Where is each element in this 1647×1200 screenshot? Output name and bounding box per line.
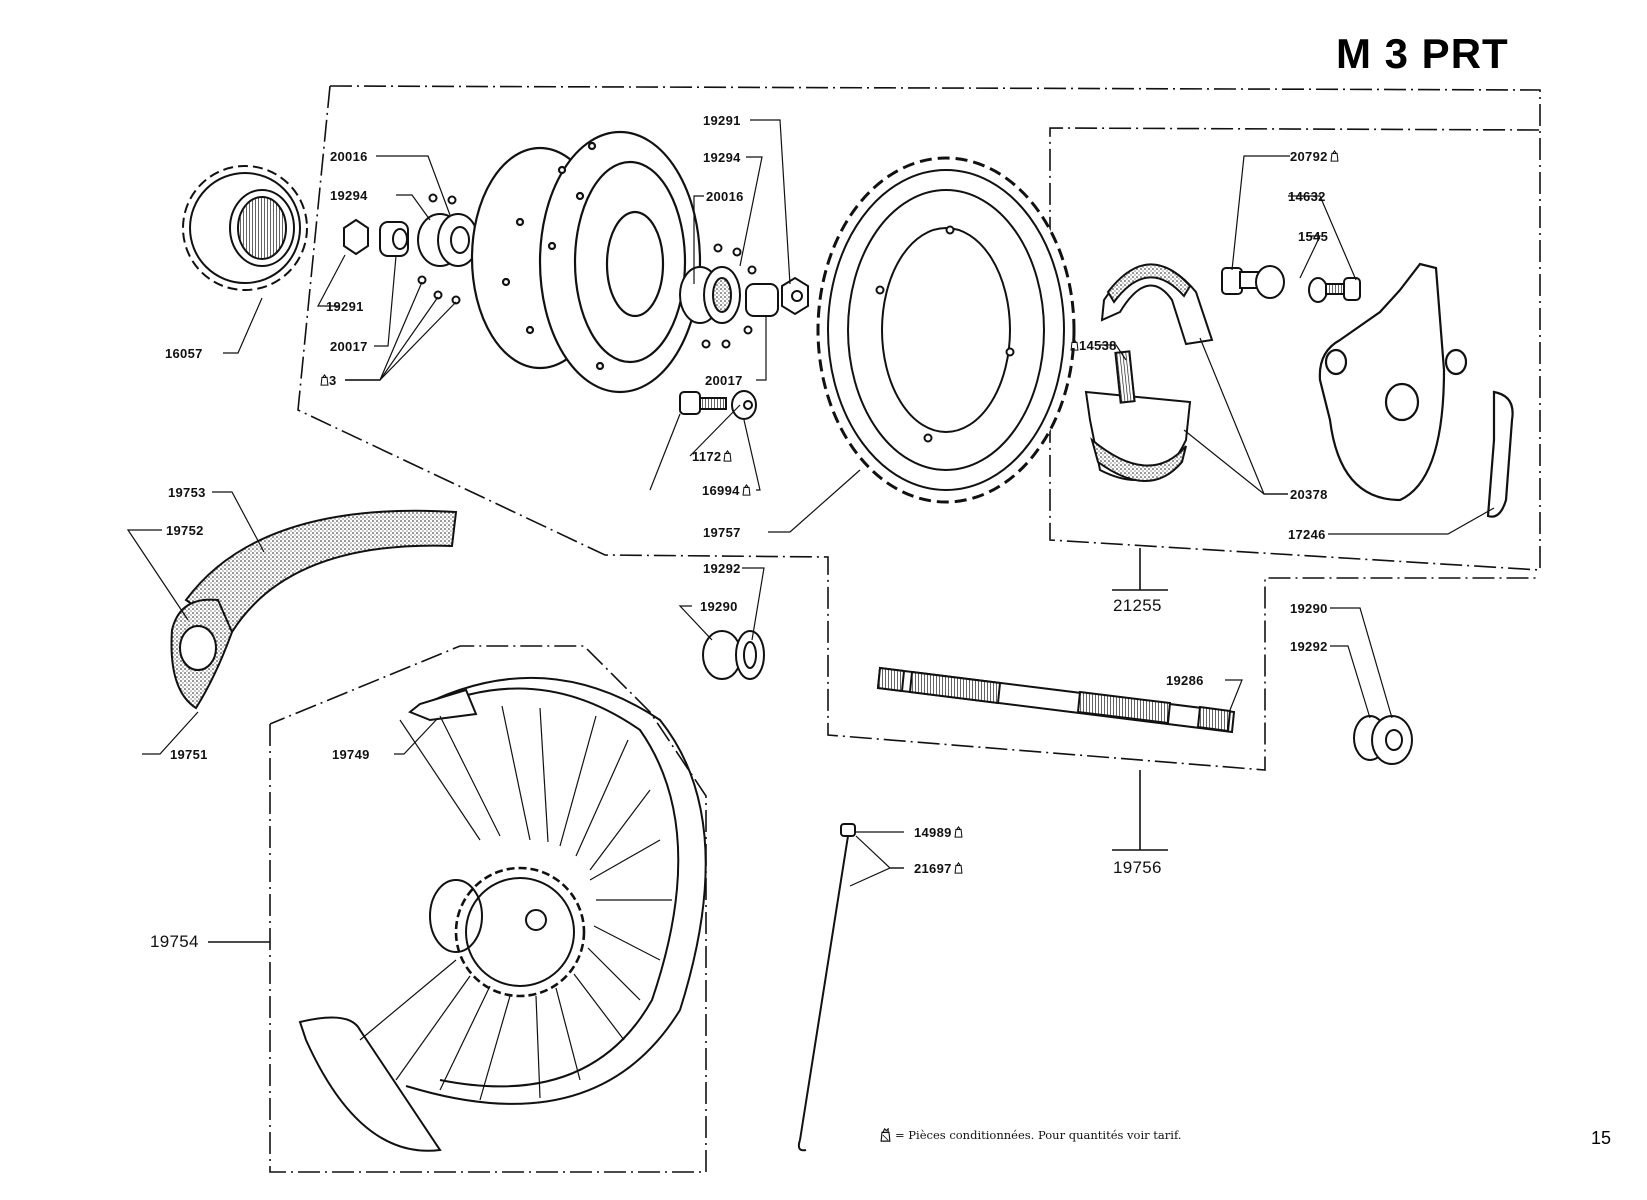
- callout-14538-text: 14538: [1079, 338, 1117, 353]
- callout-14989: 14989: [914, 826, 963, 839]
- brake-plate-part: [1318, 262, 1514, 518]
- right-bearing-stack: [679, 243, 809, 349]
- left-bearing-stack: [343, 193, 479, 305]
- callout-20378: 20378: [1290, 487, 1328, 502]
- tyre-part: [170, 509, 458, 710]
- assembly-label-hub: 21255: [1113, 596, 1162, 615]
- sprocket-bolt-part: [679, 390, 757, 420]
- leader-lines: [126, 119, 1495, 887]
- wheel-group-outline: [269, 645, 707, 1173]
- callout-1545: 1545: [1298, 229, 1329, 244]
- callout-20792: 20792: [1290, 150, 1339, 163]
- footer-legend-text: = Pièces conditionnées. Pour quantités v…: [895, 1128, 1182, 1142]
- wheel-part: [298, 676, 707, 1152]
- callout-1172: 1172: [692, 450, 732, 463]
- callout-17246: 17246: [1288, 527, 1326, 542]
- callout-16994-text: 16994: [702, 483, 740, 498]
- callout-19291-left: 19291: [326, 299, 364, 314]
- callout-14989-text: 14989: [914, 825, 952, 840]
- callout-14538: 14538: [1068, 339, 1117, 352]
- brake-shoes-part: [1084, 263, 1214, 482]
- callout-1172-text: 1172: [692, 449, 722, 464]
- brake-cam-part: [1221, 265, 1361, 303]
- axle-nut-left-part: [702, 630, 765, 680]
- callout-19286: 19286: [1166, 673, 1204, 688]
- callout-19290-left: 19290: [700, 599, 738, 614]
- page-number: 15: [1591, 1128, 1612, 1148]
- axle-part: [876, 666, 1236, 734]
- callout-19294-right: 19294: [703, 150, 741, 165]
- packaged-parts-bag-icon: [1070, 339, 1079, 351]
- packaged-parts-bag-icon: [954, 862, 963, 874]
- callout-19294-left: 19294: [330, 188, 368, 203]
- callout-20016-right: 20016: [706, 189, 744, 204]
- hub-group-left-outline: [297, 85, 1540, 771]
- callout-3-text: 3: [329, 373, 337, 388]
- callout-20017-left: 20017: [330, 339, 368, 354]
- callout-14632: 14632: [1288, 189, 1326, 204]
- page-title: M 3 PRT: [1336, 30, 1509, 77]
- freewheel-sprocket-part: [182, 165, 308, 291]
- spoke-part: [797, 823, 856, 1152]
- callout-20792-text: 20792: [1290, 149, 1328, 164]
- packaged-parts-bag-icon: [880, 1128, 891, 1142]
- assembly-label-wheel: 19754: [150, 932, 199, 951]
- callout-19291-right: 19291: [703, 113, 741, 128]
- callout-16057: 16057: [165, 346, 203, 361]
- hub-body-part: [470, 130, 702, 394]
- callout-20016-left: 20016: [330, 149, 368, 164]
- packaged-parts-bag-icon: [320, 374, 329, 386]
- callout-20017-right: 20017: [705, 373, 743, 388]
- rear-sprocket-part: [816, 156, 1076, 504]
- callout-19292-left: 19292: [703, 561, 741, 576]
- callout-3: 3: [318, 374, 337, 387]
- callout-19757: 19757: [703, 525, 741, 540]
- callout-21697-text: 21697: [914, 861, 952, 876]
- assembly-label-axle: 19756: [1113, 858, 1162, 877]
- callout-16994: 16994: [702, 484, 751, 497]
- packaged-parts-bag-icon: [723, 450, 732, 462]
- callout-19749: 19749: [332, 747, 370, 762]
- callout-19753: 19753: [168, 485, 206, 500]
- axle-nut-right-part: [1353, 715, 1413, 765]
- callout-19751: 19751: [170, 747, 208, 762]
- packaged-parts-bag-icon: [742, 484, 751, 496]
- callout-19752: 19752: [166, 523, 204, 538]
- callout-21697: 21697: [914, 862, 963, 875]
- packaged-parts-bag-icon: [954, 826, 963, 838]
- footer-legend: = Pièces conditionnées. Pour quantités v…: [880, 1128, 1181, 1142]
- callout-19290-right: 19290: [1290, 601, 1328, 616]
- callout-19292-right: 19292: [1290, 639, 1328, 654]
- packaged-parts-bag-icon: [1330, 150, 1339, 162]
